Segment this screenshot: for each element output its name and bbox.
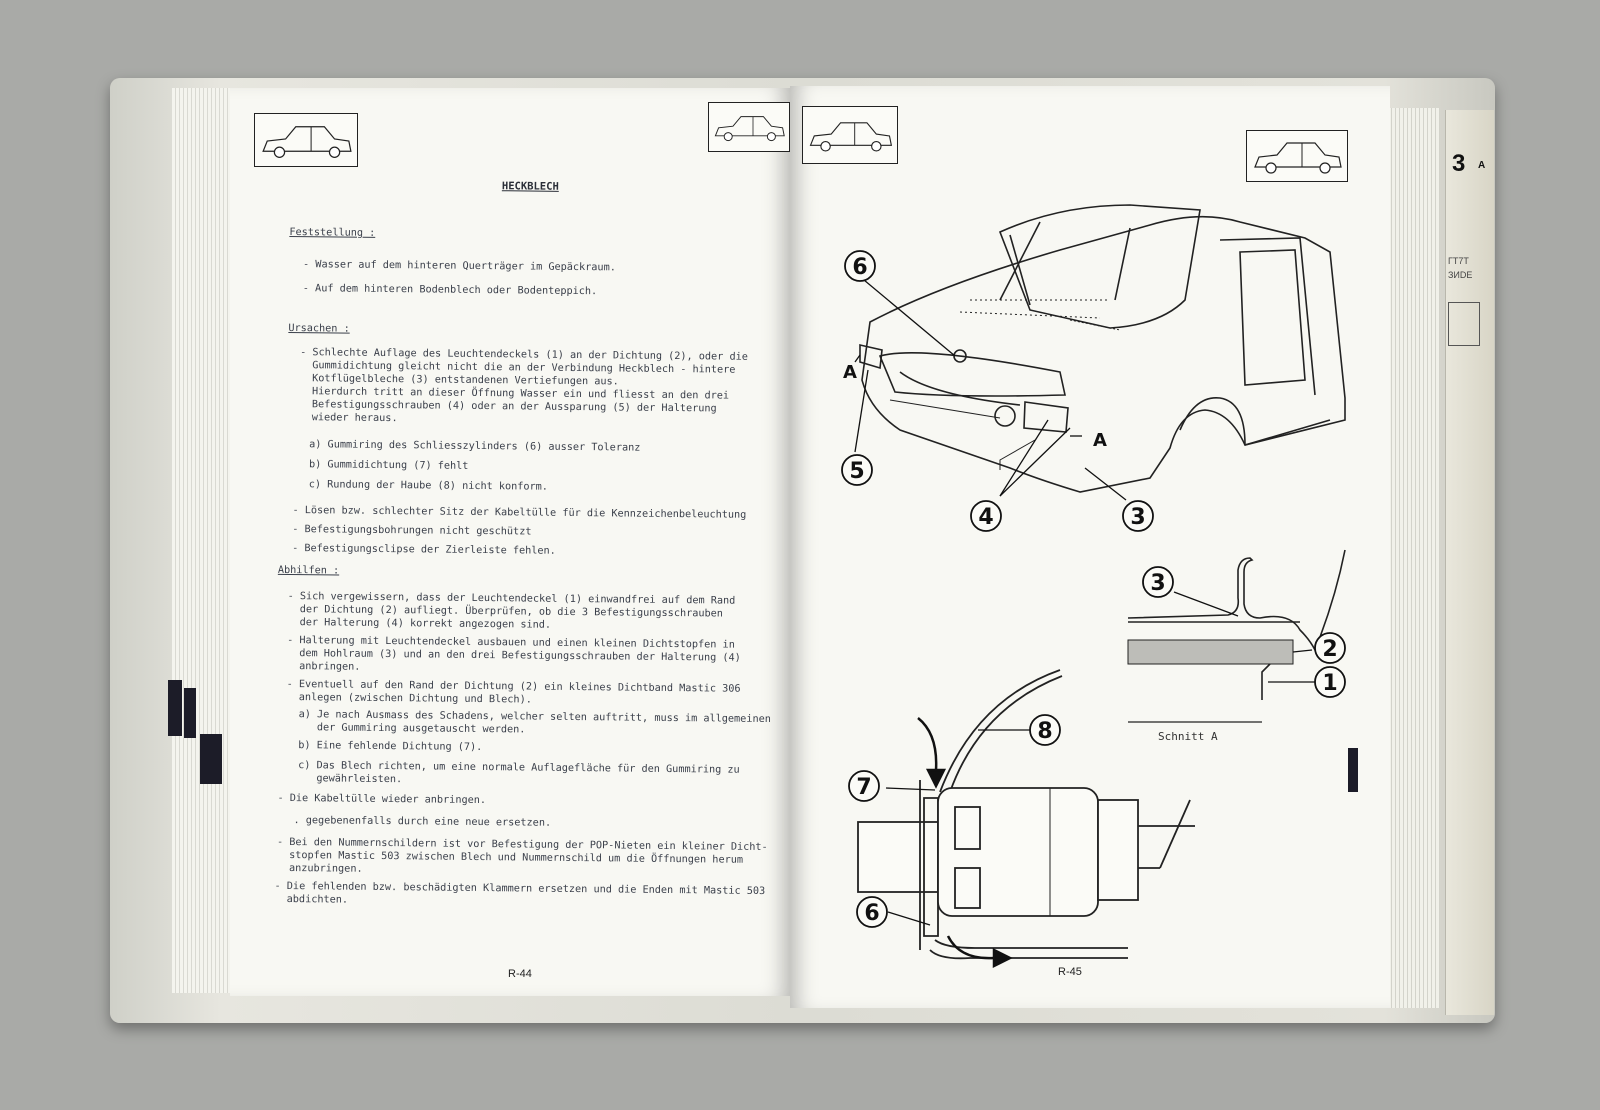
left-page: R-44 — [230, 88, 790, 996]
tab-text-line-1: ГТ7Т — [1448, 256, 1469, 266]
tab-icon — [1448, 302, 1480, 346]
right-page-stack — [1380, 108, 1440, 1008]
abhilfen-line: der Halterung (4) korrekt angezogen sind… — [287, 616, 552, 631]
tab-text-line-2: ЗИDE — [1448, 270, 1473, 280]
page-number: R-45 — [1058, 966, 1082, 978]
section-tab: 3 A ГТ7Т ЗИDE — [1445, 110, 1494, 1015]
car-silhouette-icon — [802, 106, 898, 164]
abhilfen-line: - Die Kabeltülle wieder anbringen. — [277, 792, 487, 807]
ursachen-sub-item: c) Rundung der Haube (8) nicht konform. — [308, 479, 549, 493]
ursachen-line: wieder heraus. — [299, 412, 398, 425]
section-heading-abhilfen: Abhilfen : — [277, 564, 340, 577]
page-number: R-44 — [508, 968, 532, 980]
car-silhouette-icon — [1246, 130, 1348, 182]
right-page: R-45 — [790, 86, 1390, 1008]
abhilfen-line: abdichten. — [274, 893, 349, 906]
ursachen-item: - Befestigungsbohrungen nicht geschützt — [292, 524, 532, 538]
abhilfen-line: b) Eine fehlende Dichtung (7). — [285, 739, 483, 754]
ursachen-item: - Befestigungsclipse der Zierleiste fehl… — [292, 543, 556, 557]
tab-number: 3 — [1452, 150, 1466, 177]
section-heading-feststellung: Feststellung : — [289, 226, 376, 239]
abhilfen-line: der Gummiring ausgetauscht werden. — [286, 721, 526, 736]
tab-markers — [162, 680, 242, 800]
tab-letter: A — [1478, 160, 1486, 171]
abhilfen-line: anlegen (zwischen Dichtung und Blech). — [286, 691, 532, 706]
car-silhouette-icon — [708, 102, 790, 152]
abhilfen-line: gewährleisten. — [285, 772, 403, 786]
page-title: HECKBLECH — [501, 180, 559, 193]
page-edge-marker — [1348, 748, 1358, 792]
section-heading-ursachen: Ursachen : — [288, 322, 350, 335]
abhilfen-line: anbringen. — [286, 660, 361, 673]
car-silhouette-icon — [254, 113, 358, 167]
ursachen-sub-item: b) Gummidichtung (7) fehlt — [308, 459, 469, 472]
abhilfen-line: anzubringen. — [276, 862, 363, 875]
